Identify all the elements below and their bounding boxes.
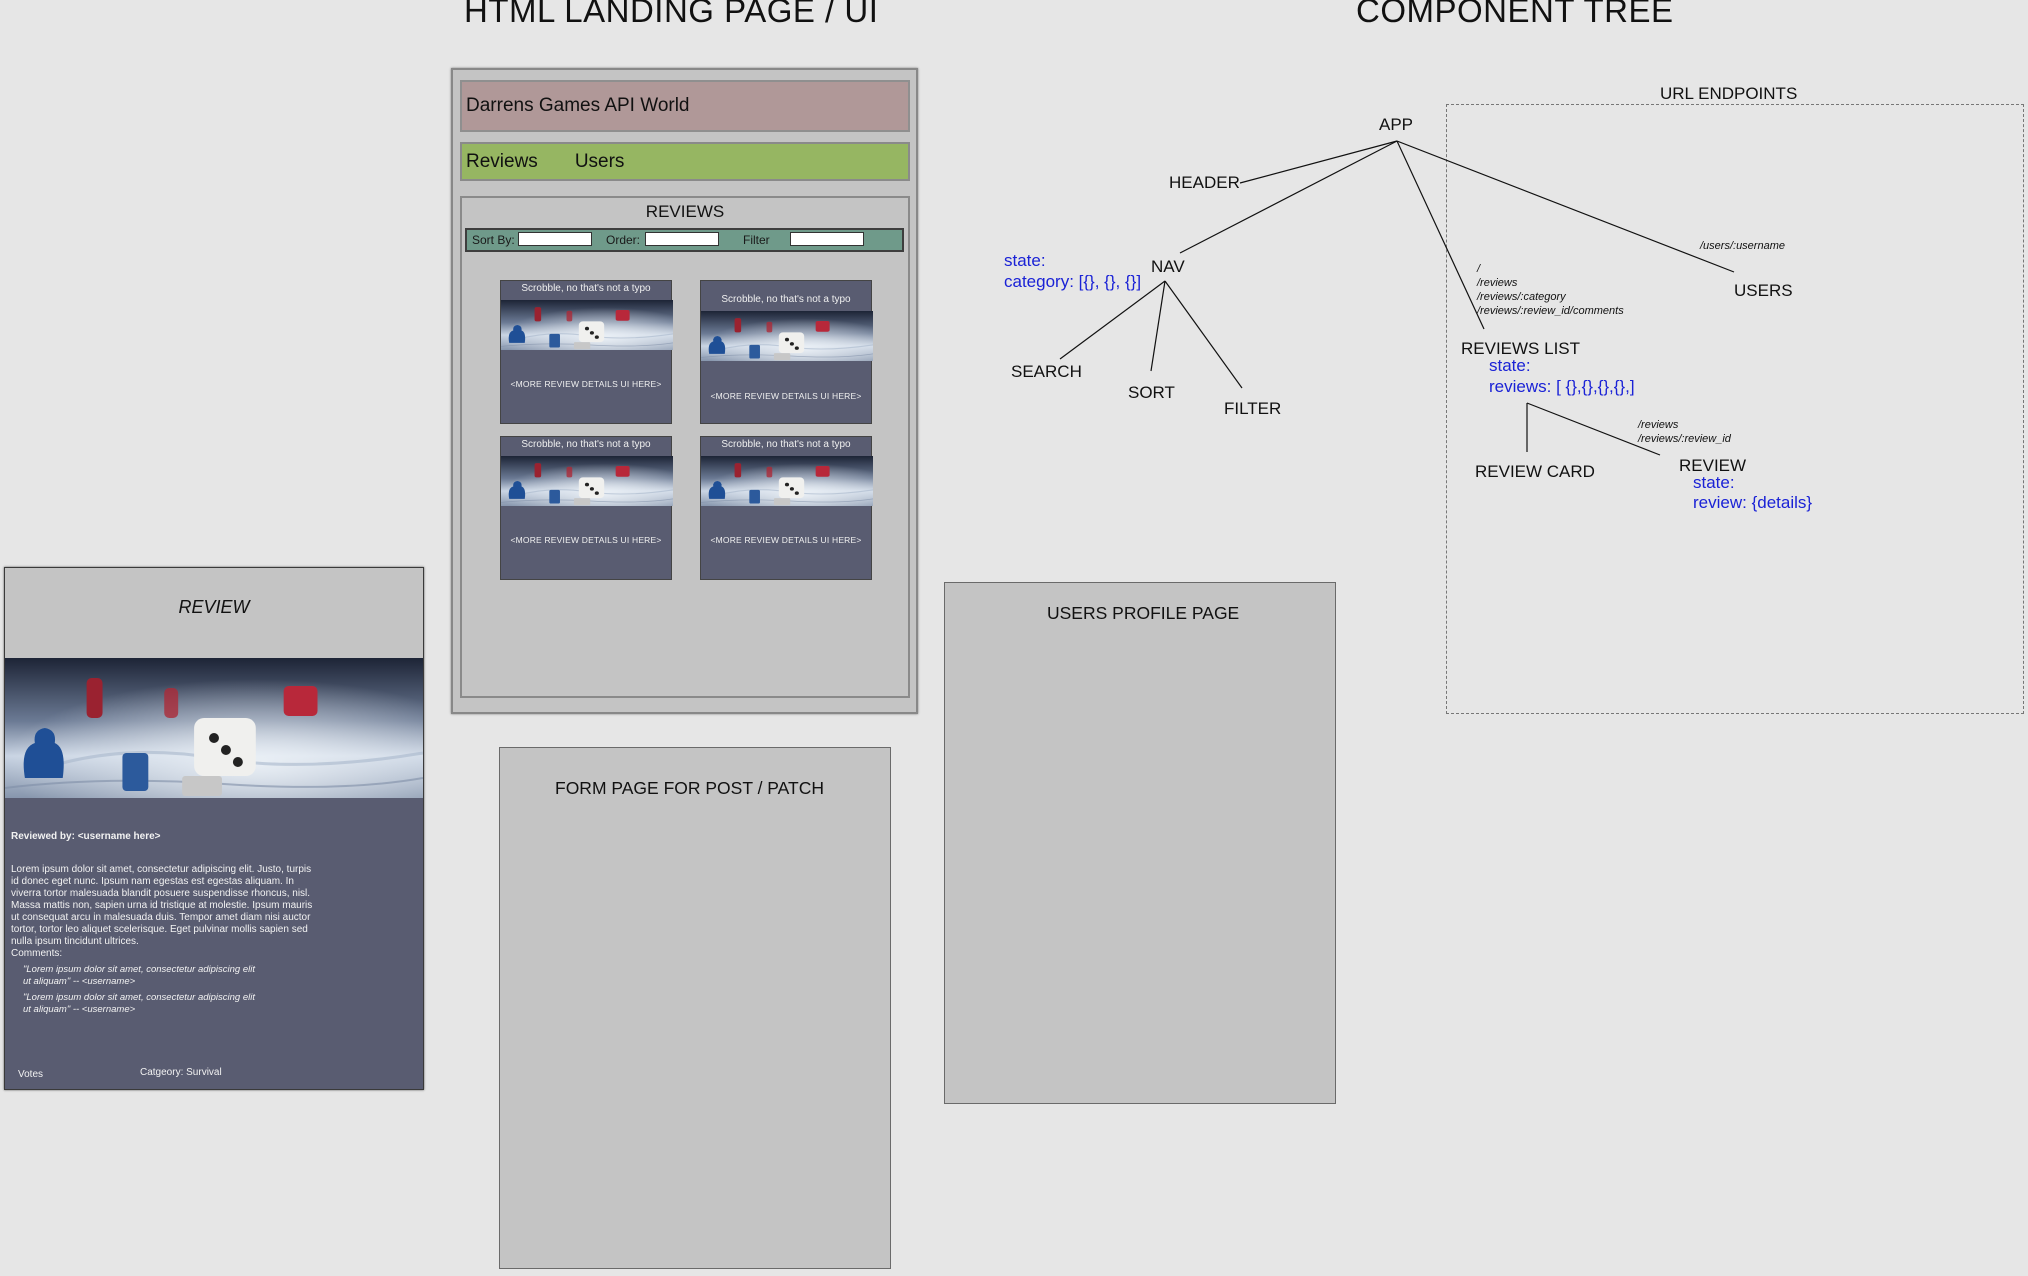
- tree-node-search: SEARCH: [1011, 362, 1082, 381]
- tree-node-reviews-list: REVIEWS LIST: [1461, 339, 1581, 358]
- review-page-heading: REVIEW: [178, 597, 250, 617]
- review-endpoints: /reviews /reviews/:review_id: [1638, 419, 1731, 445]
- filter-input[interactable]: [790, 232, 864, 246]
- review-card-title: Scrobble, no that's not a typo: [721, 439, 851, 450]
- nav-state-value: category: [{}, {}, {}]: [1004, 272, 1142, 291]
- comments-label: Comments:: [11, 948, 63, 959]
- review-card-title: Scrobble, no that's not a typo: [521, 283, 651, 294]
- url-endpoints-box: [1446, 104, 2024, 714]
- tree-node-review-card: REVIEW CARD: [1475, 462, 1595, 481]
- order-input[interactable]: [645, 232, 719, 246]
- nav-reviews-link[interactable]: Reviews: [466, 150, 538, 172]
- review-card-details: <MORE REVIEW DETAILS UI HERE>: [710, 391, 862, 401]
- url-endpoints-title: URL ENDPOINTS: [1660, 84, 1798, 103]
- tree-node-sort: SORT: [1128, 383, 1175, 402]
- review-card-title: Scrobble, no that's not a typo: [521, 439, 651, 450]
- tree-node-review: REVIEW: [1679, 456, 1747, 475]
- reviews-list-endpoints: / /reviews /reviews/:category /reviews/:…: [1477, 263, 1624, 317]
- review-page-header: REVIEW: [5, 568, 423, 658]
- reviews-list-state-value: reviews: [ {},{},{},{},]: [1489, 377, 1635, 396]
- review-body-text: Lorem ipsum dolor sit amet, consectetur …: [11, 864, 313, 959]
- users-endpoint: /users/:username: [1700, 240, 1785, 252]
- comment-item: "Lorem ipsum dolor sit amet, consectetur…: [23, 964, 256, 987]
- review-page-mock: REVIEW Reviewed by: <username here> Lore…: [4, 567, 424, 1090]
- review-state-label: state:: [1693, 473, 1735, 492]
- form-page-mock: FORM PAGE FOR POST / PATCH: [499, 747, 891, 1269]
- landing-heading: HTML LANDING PAGE / UI: [464, 0, 879, 29]
- reviews-toolbar: Sort By: Order: Filter: [465, 228, 904, 252]
- reviews-panel: REVIEWS Sort By: Order: Filter Scrobble,…: [460, 196, 910, 698]
- site-title: Darrens Games API World: [466, 95, 690, 116]
- votes-label[interactable]: Votes: [18, 1069, 44, 1080]
- review-card[interactable]: Scrobble, no that's not a typo <MORE REV…: [700, 280, 872, 424]
- sort-by-label: Sort By:: [472, 233, 515, 247]
- review-card[interactable]: Scrobble, no that's not a typo <MORE REV…: [700, 436, 872, 580]
- reviews-panel-title: REVIEWS: [645, 202, 725, 221]
- review-card[interactable]: Scrobble, no that's not a typo <MORE REV…: [500, 436, 672, 580]
- order-label: Order:: [606, 233, 641, 247]
- landing-page-mock: Darrens Games API World Reviews Users RE…: [451, 68, 918, 714]
- review-card-details: <MORE REVIEW DETAILS UI HERE>: [510, 535, 662, 545]
- tree-node-app: APP: [1379, 115, 1414, 134]
- nav-users-link[interactable]: Users: [574, 150, 625, 172]
- tree-node-header: HEADER: [1169, 173, 1240, 192]
- review-state-value: review: {details}: [1693, 493, 1813, 512]
- filter-label: Filter: [743, 233, 770, 247]
- tree-node-nav: NAV: [1151, 257, 1185, 276]
- comment-item: "Lorem ipsum dolor sit amet, consectetur…: [23, 992, 256, 1015]
- category-label: Catgeory: Survival: [140, 1067, 222, 1078]
- review-card-details: <MORE REVIEW DETAILS UI HERE>: [510, 379, 662, 389]
- tree-node-filter: FILTER: [1224, 399, 1282, 418]
- users-profile-title: USERS PROFILE PAGE: [1047, 603, 1240, 623]
- sort-by-input[interactable]: [518, 232, 592, 246]
- tree-node-users: USERS: [1734, 281, 1793, 300]
- reviewed-by: Reviewed by: <username here>: [11, 831, 161, 842]
- nav-state-label: state:: [1004, 251, 1046, 270]
- users-profile-page-mock: USERS PROFILE PAGE: [944, 582, 1336, 1104]
- reviews-list-state-label: state:: [1489, 356, 1531, 375]
- component-tree-heading: COMPONENT TREE: [1356, 0, 1674, 29]
- form-page-title: FORM PAGE FOR POST / PATCH: [555, 778, 825, 798]
- site-nav: Reviews Users: [460, 142, 910, 181]
- site-header: Darrens Games API World: [460, 80, 910, 132]
- review-card-details: <MORE REVIEW DETAILS UI HERE>: [710, 535, 862, 545]
- review-card[interactable]: Scrobble, no that's not a typo <MORE REV…: [500, 280, 672, 424]
- review-card-title: Scrobble, no that's not a typo: [721, 294, 851, 305]
